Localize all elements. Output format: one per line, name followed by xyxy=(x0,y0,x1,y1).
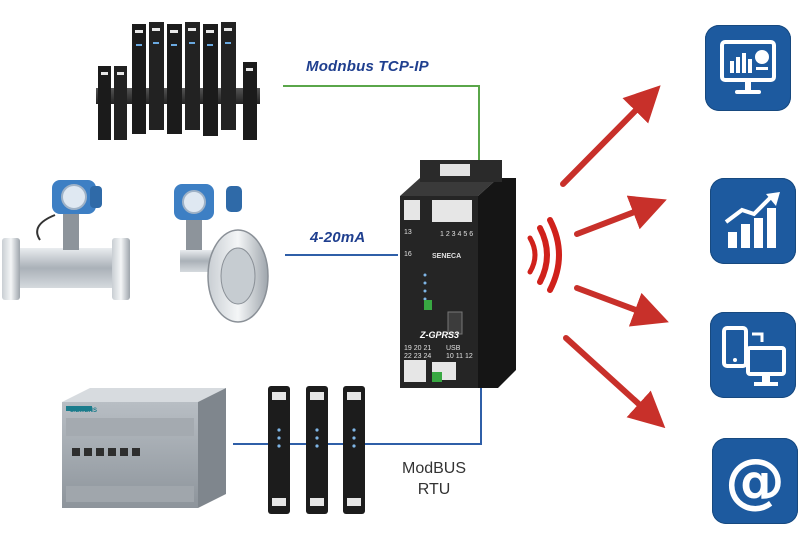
device-terminals-top: 1 2 3 4 5 6 xyxy=(440,231,473,238)
device-brand-label: SENECA xyxy=(432,253,461,260)
din-rail-modules-image xyxy=(96,22,260,140)
z-gprs3-gateway-device: 1 2 3 4 5 6 13 16 SENECA Z-GPRS3 19 20 2… xyxy=(400,160,516,388)
device-usb-label: USB xyxy=(446,345,461,352)
modbus-rtu-label-line1: ModBUS xyxy=(401,460,467,477)
device-model-label: Z-GPRS3 xyxy=(419,330,459,340)
arrow-to-email xyxy=(563,335,666,429)
siemens-plc-image xyxy=(62,388,226,508)
devices-icon xyxy=(710,312,796,398)
arrow-to-devices xyxy=(574,285,669,327)
bar-chart-icon xyxy=(710,178,796,264)
flow-meter-image xyxy=(2,180,130,300)
device-terminals-right-bottom: 10 11 12 xyxy=(446,353,473,360)
pressure-transmitter-image xyxy=(174,184,269,323)
output-arrows xyxy=(560,85,669,429)
isolator-modules-image xyxy=(268,386,365,514)
modbus-rtu-label-line2: RTU xyxy=(417,481,451,498)
modbus-rtu-label: ModBUS RTU xyxy=(399,458,469,500)
wireless-signal-icon xyxy=(527,217,562,293)
tcp-ip-label: Modnbus TCP-IP xyxy=(306,58,429,75)
device-terminals-bottom-row2: 22 23 24 xyxy=(404,353,431,360)
at-sign-glyph: @ xyxy=(725,446,785,516)
at-sign-icon: @ xyxy=(712,438,798,524)
plc-brand-label: SIEMENS xyxy=(70,408,97,414)
monitor-dashboard-icon xyxy=(705,25,791,111)
device-terminals-bottom-row1: 19 20 21 xyxy=(404,345,431,352)
arrow-to-chart xyxy=(574,195,667,237)
arrow-to-monitor xyxy=(560,85,661,187)
device-terminals-left-b: 16 xyxy=(404,251,412,258)
tcp-connection-line xyxy=(283,85,480,160)
analog-4-20ma-label: 4-20mA xyxy=(310,229,366,246)
device-terminals-left-a: 13 xyxy=(404,229,412,236)
